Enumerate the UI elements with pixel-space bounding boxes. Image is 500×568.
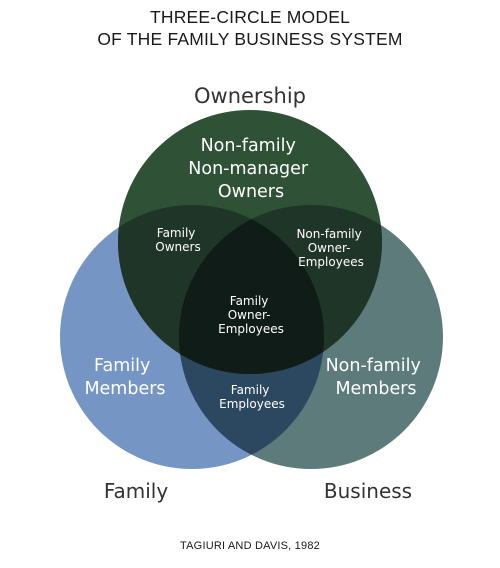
region-business-only: Non-family Members xyxy=(326,356,427,399)
center-overlap xyxy=(179,205,324,374)
region-ownership-only: Non-family Non-manager Owners xyxy=(188,136,313,202)
region-family-employees: Family Employees xyxy=(219,383,285,411)
region-family-owners: Family Owners xyxy=(155,226,200,254)
ownership-label: Ownership xyxy=(194,84,306,108)
diagram-title: THREE-CIRCLE MODEL OF THE FAMILY BUSINES… xyxy=(0,6,500,50)
title-line-2: OF THE FAMILY BUSINESS SYSTEM xyxy=(97,29,403,49)
source-caption: TAGIURI AND DAVIS, 1982 xyxy=(180,540,320,552)
region-family-only: Family Members xyxy=(84,356,165,399)
region-owner-employees: Non-family Owner- Employees xyxy=(296,227,365,269)
family-label: Family xyxy=(104,479,169,503)
region-center: Family Owner- Employees xyxy=(218,294,284,336)
title-line-1: THREE-CIRCLE MODEL xyxy=(149,7,350,27)
business-label: Business xyxy=(324,479,412,503)
